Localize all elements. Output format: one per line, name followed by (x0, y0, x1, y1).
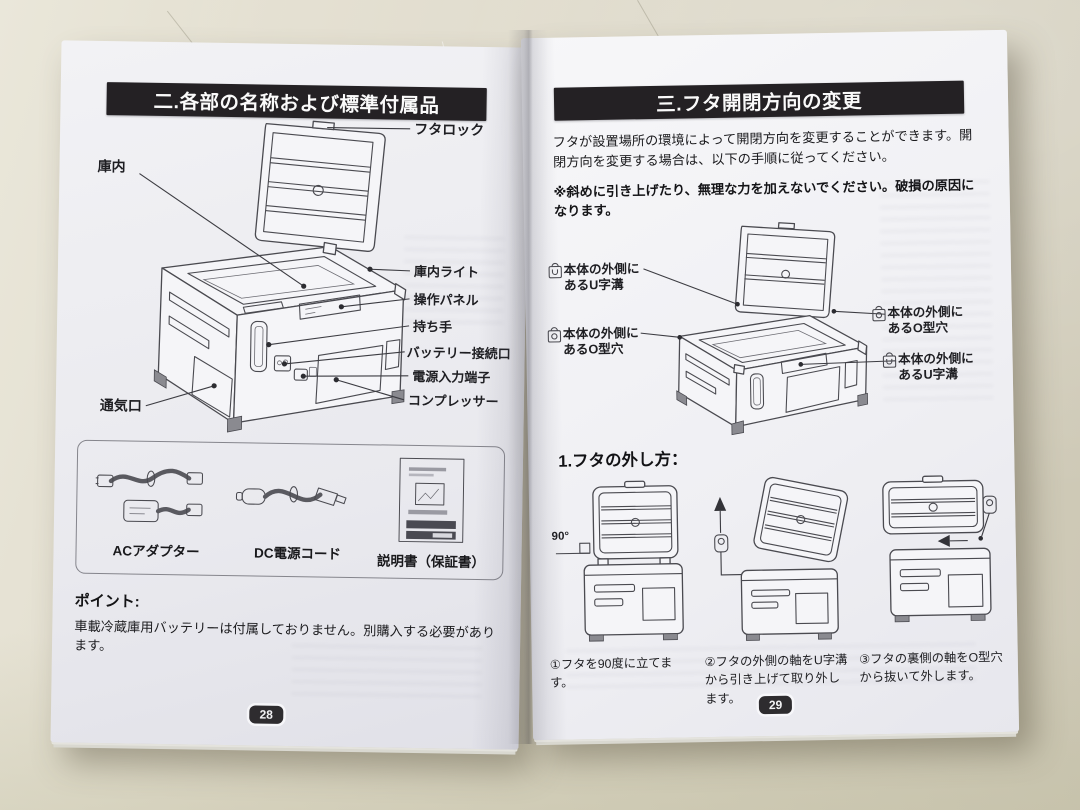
u-groove-icon (882, 352, 897, 368)
page-number-badge: 29 (758, 695, 793, 715)
label-interior: 庫内 (97, 158, 125, 174)
label-battery-port: バッテリー接続口 (407, 345, 511, 362)
label-control-panel: 操作パネル (413, 292, 478, 308)
callout-u-groove-right: 本体の外側に (898, 350, 974, 366)
label-interior-light: 庫内ライト (414, 264, 479, 280)
accessory-label: DC電源コード (253, 544, 342, 562)
intro-text: フタが設置場所の環境によって開閉方向を変更することができます。開閉方向を変更する… (552, 127, 973, 171)
label-handle: 持ち手 (413, 319, 452, 335)
step-2: ②フタの外側の軸をU字溝から引き上げて取り外します。 (701, 475, 850, 709)
label-compressor: コンプレッサー (408, 393, 499, 409)
accessory-ac-adapter: ACアダプター (94, 455, 220, 560)
o-hole-icon (547, 327, 562, 343)
accessory-dc-cord: DC電源コード (235, 458, 361, 563)
callout-dots (211, 266, 373, 389)
accessories-box: ACアダプター DC電源コード (75, 439, 506, 581)
accessory-manual: 説明書（保証書） (377, 454, 487, 571)
ac-adapter-drawing (95, 468, 203, 522)
step1-drawing: 90° (552, 480, 685, 642)
callout-u-groove-left-2: あるU字溝 (564, 277, 624, 293)
step3-drawing (881, 475, 997, 623)
manual-page-29: 三.フタ開閉方向の変更 フタが設置場所の環境によって開閉方向を変更することができ… (520, 29, 1020, 741)
u-groove-icon (548, 262, 562, 279)
accessory-label: ACアダプター (112, 542, 200, 560)
point-note: ポイント: 車載冷蔵庫用バッテリーは付属しておりません。別購入する必要があります… (74, 590, 499, 661)
section-title-lid: 三.フタ開閉方向の変更 (655, 90, 863, 116)
caution-text: ※斜めに引き上げたり、無理な力を加えないでください。破損の原因になります。 (553, 177, 975, 219)
hinge-pin-icon (982, 495, 997, 514)
step-3-caption: ③フタの裏側の軸をO型穴から抜いて外します。 (859, 649, 1003, 685)
manual-booklet-drawing (398, 457, 464, 543)
section-title-parts: 二.各部の名称および標準付属品 (153, 90, 440, 118)
callout-u-groove-right-2: あるU字溝 (898, 366, 958, 382)
dc-cord-drawing (235, 485, 347, 506)
o-hole-icon (872, 305, 886, 322)
label-lid-lock: フタロック (414, 121, 484, 138)
point-heading: ポイント: (74, 592, 140, 611)
hinge-pin-icon (714, 534, 729, 553)
cooler-lid-drawing (734, 222, 836, 318)
cooler-parts-diagram: フタロック 庫内 庫内ライト 操作パネル 持ち手 バッテリー接続口 電源入力端子… (97, 120, 511, 433)
section-header-lid: 三.フタ開閉方向の変更 (553, 80, 965, 121)
tilted-lid (753, 476, 849, 563)
parts-diagram-area: フタロック 庫内 庫内ライト 操作パネル 持ち手 バッテリー接続口 電源入力端子… (71, 115, 516, 437)
lid-removal-heading: 1.フタの外し方： (558, 450, 688, 471)
cooler-body-drawing (153, 241, 407, 433)
page-number-badge: 28 (249, 705, 284, 724)
point-text: 車載冷蔵庫用バッテリーは付属しておりません。別購入する必要があります。 (73, 618, 496, 654)
angle-90-label: 90° (552, 530, 570, 542)
cooler-lid-drawing (254, 120, 386, 252)
up-arrow-icon (714, 496, 727, 511)
callout-o-hole-left: 本体の外側に (563, 325, 639, 341)
step2-drawing (714, 476, 849, 641)
callout-o-hole-right: 本体の外側に (887, 304, 963, 320)
step-3: ③フタの裏側の軸をO型穴から抜いて外します。 (856, 472, 1005, 706)
step-1-caption: ①フタを90度に立てます。 (549, 655, 673, 691)
cooler-body-drawing (676, 314, 869, 436)
accessory-label: 説明書（保証書） (376, 552, 486, 570)
callout-o-hole-right-2: あるO型穴 (888, 320, 949, 336)
cooler-lid-diagram: 本体の外側に あるU字溝 本体の外側に あるO型穴 本体の外側に あるO型穴 本… (547, 222, 974, 436)
lid-removal-steps: 90° ①フタを90度に立てます。 (547, 472, 1005, 711)
lid-direction-diagram-area: 本体の外側に あるU字溝 本体の外側に あるO型穴 本体の外側に あるO型穴 本… (538, 216, 1006, 438)
page-number: 29 (768, 697, 783, 713)
step-1: 90° ①フタを90度に立てます。 (547, 477, 696, 711)
callout-u-groove-left: 本体の外側に (564, 261, 640, 277)
callout-dots (677, 301, 837, 367)
left-arrow-icon (937, 534, 950, 547)
callout-o-hole-left-2: あるO型穴 (563, 341, 624, 357)
label-vent: 通気口 (100, 397, 142, 414)
manual-page-28: 二.各部の名称および標準付属品 (50, 40, 530, 750)
label-power-input: 電源入力端子 (412, 369, 490, 385)
page-number: 28 (259, 707, 274, 722)
